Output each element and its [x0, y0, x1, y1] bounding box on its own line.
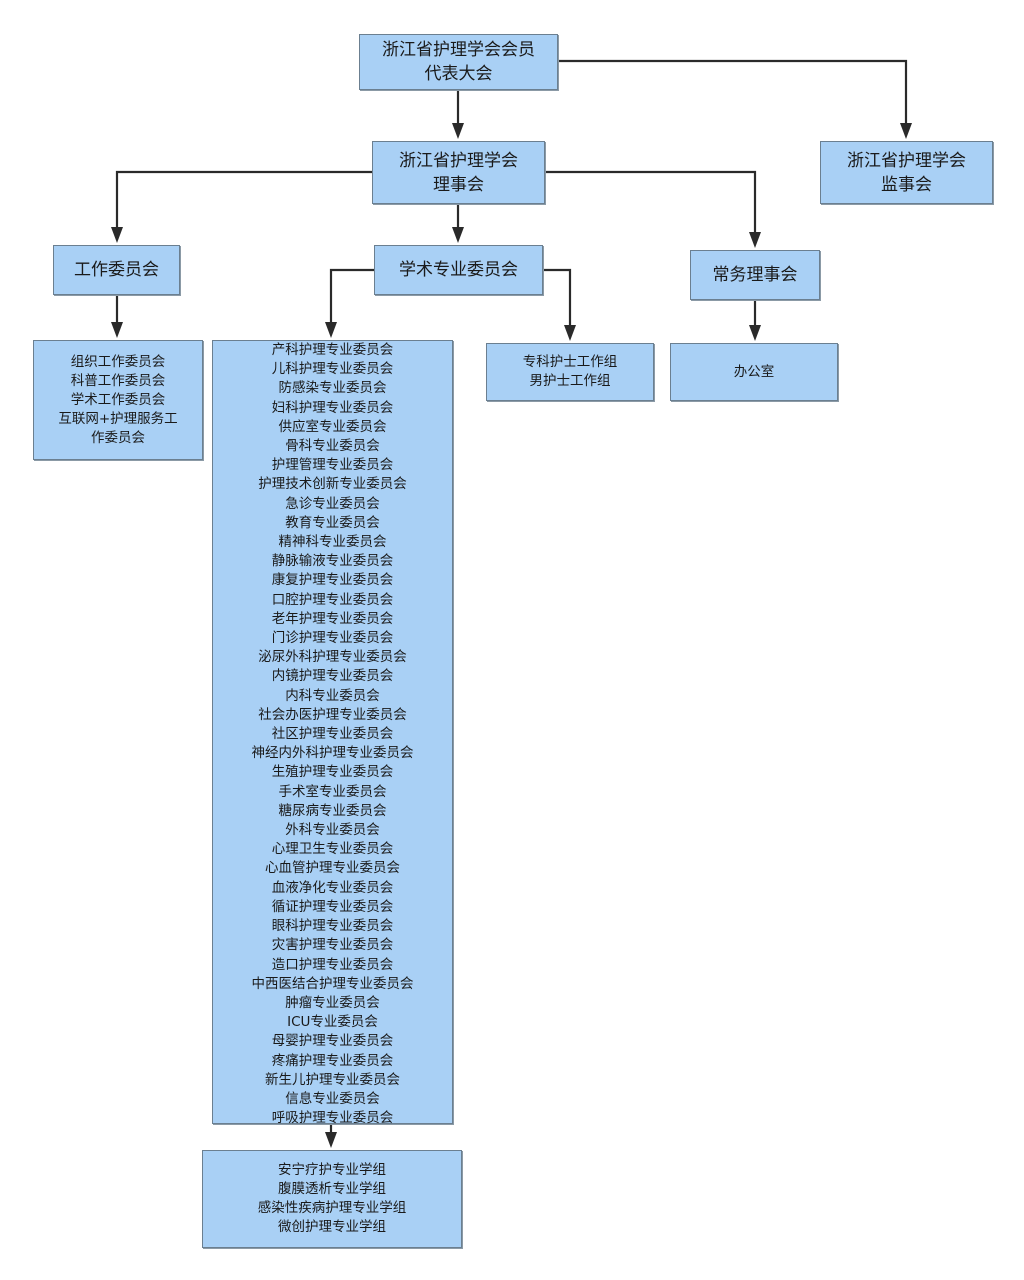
node-label-line: 浙江省护理学会会员 [382, 40, 535, 60]
study-groups-node[interactable]: 安宁疗护专业学组 腹膜透析专业学组 感染性疾病护理专业学组 微创护理专业学组 [202, 1150, 462, 1248]
committee-list-item: 母婴护理专业委员会 [271, 1033, 394, 1050]
committee-list-item: 眼科护理专业委员会 [271, 918, 394, 935]
node-label-line: 代表大会 [424, 64, 493, 84]
node-label-line: 工作委员会 [74, 260, 159, 280]
node-label-line: 办公室 [733, 363, 775, 380]
arrowhead-icon [749, 232, 761, 248]
arrowhead-icon [452, 123, 464, 139]
committee-list-item: 护理管理专业委员会 [271, 457, 394, 474]
node-label-line: 男护士工作组 [529, 373, 611, 389]
committee-list-item: 中西医结合护理专业委员会 [251, 975, 414, 992]
committee-list-item: 儿科护理专业委员会 [271, 361, 394, 378]
supervisory-board-node[interactable]: 浙江省护理学会 监事会 [820, 141, 993, 204]
node-label-line: 安宁疗护专业学组 [278, 1162, 386, 1178]
academic-committee-list-node[interactable]: 产科护理专业委员会儿科护理专业委员会防感染专业委员会妇科护理专业委员会供应室专业… [212, 340, 453, 1126]
committee-list-item: 心血管护理专业委员会 [265, 860, 400, 877]
committee-list-item: 防感染专业委员会 [278, 380, 387, 397]
committee-list-item: 血液净化专业委员会 [271, 879, 394, 896]
committee-list-item: 社会办医护理专业委员会 [258, 706, 407, 723]
arrowhead-icon [111, 227, 123, 243]
committee-list-item: 产科护理专业委员会 [271, 342, 394, 358]
work-committee-list-node[interactable]: 组织工作委员会 科普工作委员会 学术工作委员会 互联网+护理服务工 作委员会 [33, 340, 203, 460]
committee-list-item: 糖尿病专业委员会 [278, 802, 387, 819]
arrowhead-icon [749, 325, 761, 341]
office-node[interactable]: 办公室 [670, 343, 838, 401]
arrowhead-icon [900, 123, 912, 139]
committee-list-item: 循证护理专业委员会 [271, 898, 394, 915]
committee-list-item: 手术室专业委员会 [278, 783, 387, 800]
council-node[interactable]: 浙江省护理学会 理事会 [372, 141, 545, 204]
committee-list-item: 造口护理专业委员会 [271, 956, 394, 973]
committee-list-item: 供应室专业委员会 [278, 418, 387, 435]
connector-council-to-standing-council [545, 170, 757, 236]
committee-list-item: 心理卫生专业委员会 [271, 841, 394, 858]
node-label-line: 组织工作委员会 [70, 353, 166, 370]
committee-list-item: 灾害护理专业委员会 [271, 937, 394, 954]
committee-list-item: 护理技术创新专业委员会 [258, 476, 407, 493]
committee-list-item: ICU专业委员会 [287, 1014, 378, 1031]
committee-list-item: 泌尿外科护理专业委员会 [258, 649, 407, 666]
arrowhead-icon [325, 1132, 337, 1148]
committee-list-item: 新生儿护理专业委员会 [265, 1071, 400, 1088]
node-label-line: 浙江省护理学会 [847, 150, 966, 171]
arrowhead-icon [325, 322, 337, 338]
committee-list-item: 社区护理专业委员会 [271, 726, 394, 743]
work-committee-node[interactable]: 工作委员会 [53, 245, 180, 295]
committee-list-item: 门诊护理专业委员会 [271, 630, 394, 647]
committee-list-item: 康复护理专业委员会 [271, 572, 394, 589]
committee-list-item: 口腔护理专业委员会 [271, 591, 394, 608]
node-label-line: 监事会 [881, 174, 932, 195]
committee-list-item: 内镜护理专业委员会 [271, 668, 394, 685]
committee-list-item: 教育专业委员会 [285, 514, 380, 531]
arrowhead-icon [564, 325, 576, 341]
node-label-line: 浙江省护理学会 [399, 150, 518, 171]
arrowhead-icon [452, 227, 464, 243]
working-groups-node[interactable]: 专科护士工作组 男护士工作组 [486, 343, 654, 401]
committee-list-item: 急诊专业委员会 [285, 495, 380, 512]
committee-list-item: 老年护理专业委员会 [271, 610, 394, 627]
committee-list-item: 信息专业委员会 [285, 1090, 380, 1107]
connector-academic-committee-to-academic-committee-list [329, 268, 374, 326]
node-label-line: 科普工作委员会 [70, 372, 166, 389]
members-congress-node[interactable]: 浙江省护理学会会员 代表大会 [359, 34, 558, 90]
committee-list-item: 神经内外科护理专业委员会 [251, 745, 414, 762]
node-label-line: 互联网+护理服务工 [58, 410, 178, 427]
node-label-line: 学术专业委员会 [399, 260, 518, 280]
node-label-line: 理事会 [433, 174, 484, 195]
committee-list-item: 外科专业委员会 [285, 822, 380, 839]
committee-list-item: 骨科专业委员会 [285, 438, 380, 455]
node-label-line: 微创护理专业学组 [278, 1219, 386, 1235]
connector-congress-to-supervisors [558, 59, 908, 127]
connector-council-to-work-committee [115, 170, 372, 231]
committee-list-item: 疼痛护理专业委员会 [271, 1052, 394, 1069]
connector-academic-committee-to-working-groups [543, 268, 572, 329]
arrowhead-icon [111, 322, 123, 338]
committee-list-item: 肿瘤专业委员会 [285, 994, 380, 1011]
committee-list-item: 静脉输液专业委员会 [271, 553, 394, 570]
committee-list-item: 内科专业委员会 [285, 687, 380, 704]
node-label-line: 专科护士工作组 [522, 354, 618, 370]
standing-council-node[interactable]: 常务理事会 [690, 250, 820, 300]
node-label-line: 作委员会 [91, 429, 145, 446]
node-label-line: 腹膜透析专业学组 [278, 1181, 386, 1197]
committee-list-item: 精神科专业委员会 [278, 534, 387, 551]
committee-list-item: 呼吸护理专业委员会 [271, 1110, 394, 1127]
node-label-line: 常务理事会 [712, 265, 798, 285]
committee-list-item: 妇科护理专业委员会 [271, 399, 394, 416]
node-label-line: 学术工作委员会 [70, 391, 166, 408]
committee-list-item: 生殖护理专业委员会 [271, 764, 394, 781]
academic-committee-node[interactable]: 学术专业委员会 [374, 245, 543, 295]
node-label-line: 感染性疾病护理专业学组 [257, 1200, 407, 1216]
